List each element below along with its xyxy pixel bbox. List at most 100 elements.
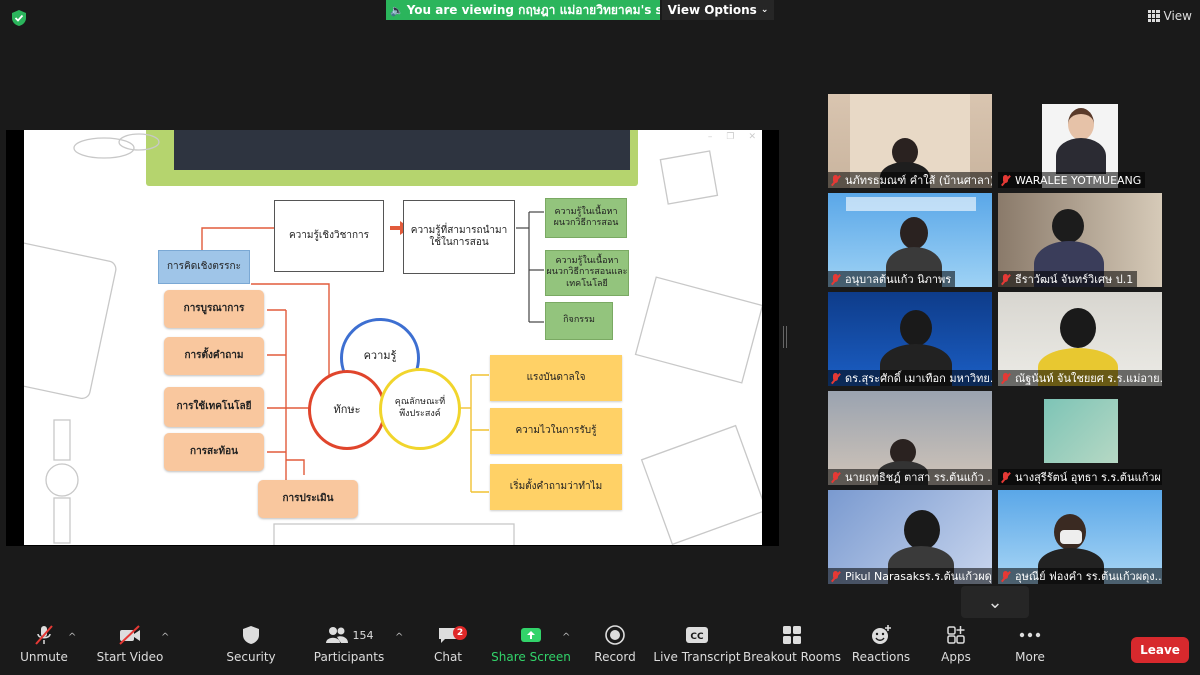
- academic-label: ความรู้เชิงวิชาการ: [288, 229, 370, 241]
- chat-icon: 2: [437, 620, 467, 650]
- smiley-icon: [870, 620, 892, 650]
- participant-name: นภัทรธมณฑ์ คำใส้ (บ้านศาลา): [828, 172, 992, 188]
- activity-label: กิจกรรม: [563, 315, 595, 326]
- sensitivity-label: ความไวในการรับรู้: [515, 424, 597, 436]
- live-transcript-button[interactable]: CC Live Transcript: [653, 620, 741, 675]
- mic-muted-icon: [830, 570, 841, 582]
- security-button[interactable]: Security: [226, 620, 276, 675]
- unmute-button[interactable]: Unmute: [16, 620, 72, 675]
- chevron-up-icon[interactable]: ^: [395, 632, 404, 643]
- applicable-knowledge-box: ความรู้ที่สามารถนำมาใช้ในการสอน: [403, 200, 515, 274]
- applicable-label: ความรู้ที่สามารถนำมาใช้ในการสอน: [410, 224, 508, 249]
- chevron-up-icon[interactable]: ^: [68, 632, 77, 643]
- security-shield-icon: [241, 620, 261, 650]
- participant-name: WARALEE YOTMUEANG: [998, 172, 1146, 188]
- mic-muted-icon: [830, 372, 841, 384]
- knowledge-label: ความรู้: [363, 349, 397, 362]
- technology-use-box: การใช้เทคโนโลยี: [164, 387, 264, 427]
- mic-muted-icon: [1000, 471, 1011, 483]
- leave-button[interactable]: Leave: [1131, 637, 1189, 663]
- record-button[interactable]: Record: [594, 620, 636, 675]
- integration-label: การบูรณาการ: [183, 302, 245, 314]
- viewing-text: You are viewing กฤษฎา แม่อายวิทยาคม's sc…: [406, 2, 660, 17]
- participant-name: ณัฐนันท์ จันใชยยศ ร.ร.แม่อาย...: [998, 370, 1162, 386]
- more-label: More: [1015, 650, 1045, 664]
- mic-muted-icon: [830, 471, 841, 483]
- chevron-up-icon[interactable]: ^: [161, 632, 170, 643]
- inspiration-label: แรงบันดาลใจ: [526, 371, 586, 383]
- microphone-muted-icon: [33, 620, 55, 650]
- participant-name: นางสุรีรัตน์ อุทธา ร.ร.ต้นแก้วผ...: [998, 469, 1162, 485]
- chat-button[interactable]: 2 Chat: [432, 620, 467, 675]
- assessment-box: การประเมิน: [258, 480, 358, 518]
- participant-tile[interactable]: นางสุรีรัตน์ อุทธา ร.ร.ต้นแก้วผ...: [998, 391, 1162, 485]
- participant-tile[interactable]: Pikul Narasaksร.ร.ต้นแก้วผดุ...: [828, 490, 992, 584]
- participant-tile[interactable]: นภัทรธมณฑ์ คำใส้ (บ้านศาลา): [828, 94, 992, 188]
- participants-label: Participants: [313, 650, 385, 664]
- ask-why-box: เริ่มตั้งคำถามว่าทำไม: [490, 464, 622, 510]
- chevron-up-icon[interactable]: ^: [562, 632, 571, 643]
- closed-caption-icon: CC: [685, 620, 709, 650]
- chat-unread-badge: 2: [453, 626, 467, 640]
- more-button[interactable]: More: [1010, 620, 1050, 675]
- shared-screen: – ❐ ✕: [6, 130, 779, 546]
- participant-tile[interactable]: ณัฐนันท์ จันใชยยศ ร.ร.แม่อาย...: [998, 292, 1162, 386]
- skill-circle: ทักษะ: [308, 370, 386, 450]
- participant-name: ดร.สุระศักดิ์ เมาเทือก มหาวิทย...: [828, 370, 992, 386]
- presentation-slide: – ❐ ✕: [24, 130, 762, 545]
- skill-label: ทักษะ: [333, 402, 361, 416]
- participant-name: อุษณีย์ ฟองคำ รร.ต้นแก้วผดุง...: [998, 568, 1162, 584]
- participants-count: 154: [352, 628, 374, 642]
- breakout-rooms-label: Breakout Rooms: [742, 650, 842, 664]
- start-video-button[interactable]: Start Video: [96, 620, 164, 675]
- view-options-button[interactable]: View Options ⌄: [662, 0, 774, 20]
- breakout-rooms-icon: [781, 620, 803, 650]
- participants-icon: 154: [325, 620, 374, 650]
- slide-decoration: [24, 133, 762, 545]
- encryption-shield-icon[interactable]: [10, 9, 28, 27]
- share-screen-label: Share Screen: [491, 650, 571, 664]
- mic-muted-icon: [1000, 273, 1011, 285]
- live-transcript-label: Live Transcript: [653, 650, 741, 664]
- view-button[interactable]: View: [1147, 6, 1192, 26]
- reflection-label: การสะท้อน: [190, 445, 238, 457]
- content-pedagogy-tech-label: ความรู้ในเนื้อหาผนวกวิธีการสอนและเทคโนโล…: [546, 256, 628, 289]
- academic-knowledge-box: ความรู้เชิงวิชาการ: [274, 200, 384, 272]
- share-screen-button[interactable]: Share Screen: [491, 620, 571, 675]
- integration-box: การบูรณาการ: [164, 290, 264, 328]
- assessment-label: การประเมิน: [282, 492, 334, 504]
- content-pedagogy-box: ความรู้ในเนื้อหาผนวกวิธีการสอน: [545, 198, 627, 238]
- more-dots-icon: [1018, 620, 1042, 650]
- video-off-icon: [117, 620, 143, 650]
- record-icon: [604, 620, 626, 650]
- split-resize-handle[interactable]: [783, 326, 787, 348]
- reactions-button[interactable]: Reactions: [852, 620, 910, 675]
- participant-name: Pikul Narasaksร.ร.ต้นแก้วผดุ...: [828, 568, 992, 584]
- view-label: View: [1163, 9, 1192, 23]
- meeting-toolbar: Unmute ^ Start Video ^ Security 154 Part…: [0, 620, 1200, 675]
- critical-thinking-box: การคิดเชิงตรรกะ: [158, 250, 250, 284]
- chat-label: Chat: [433, 650, 463, 664]
- viewing-screen-banner: 🔈 You are viewing กฤษฎา แม่อายวิทยาคม's …: [386, 0, 660, 20]
- activity-box: กิจกรรม: [545, 302, 613, 340]
- participant-name: นายฤทธิชฎ์ ตาสา รร.ต้นแก้ว ...: [828, 469, 992, 485]
- restore-icon: ❐: [726, 132, 735, 142]
- gallery-scroll-down-button[interactable]: ⌄: [961, 586, 1029, 618]
- close-icon: ✕: [748, 132, 756, 142]
- participant-tile[interactable]: ดร.สุระศักดิ์ เมาเทือก มหาวิทย...: [828, 292, 992, 386]
- participant-tile[interactable]: อุษณีย์ ฟองคำ รร.ต้นแก้วผดุง...: [998, 490, 1162, 584]
- participant-tile[interactable]: อนุบาลต้นแก้ว นิภาพร: [828, 193, 992, 287]
- start-video-label: Start Video: [96, 650, 164, 664]
- reflection-box: การสะท้อน: [164, 433, 264, 471]
- participant-tile[interactable]: นายฤทธิชฎ์ ตาสา รร.ต้นแก้ว ...: [828, 391, 992, 485]
- apps-icon: [945, 620, 967, 650]
- apps-button[interactable]: Apps: [938, 620, 974, 675]
- participant-tile[interactable]: WARALEE YOTMUEANG: [998, 94, 1162, 188]
- participants-button[interactable]: 154 Participants: [313, 620, 385, 675]
- mic-muted-icon: [1000, 174, 1011, 186]
- participant-tile[interactable]: ธีราวัฒน์ จันทร์วิเศษ ป.1: [998, 193, 1162, 287]
- minimize-icon: –: [707, 132, 713, 142]
- content-pedagogy-label: ความรู้ในเนื้อหาผนวกวิธีการสอน: [553, 206, 619, 228]
- participant-name: ธีราวัฒน์ จันทร์วิเศษ ป.1: [998, 271, 1138, 287]
- breakout-rooms-button[interactable]: Breakout Rooms: [743, 620, 841, 675]
